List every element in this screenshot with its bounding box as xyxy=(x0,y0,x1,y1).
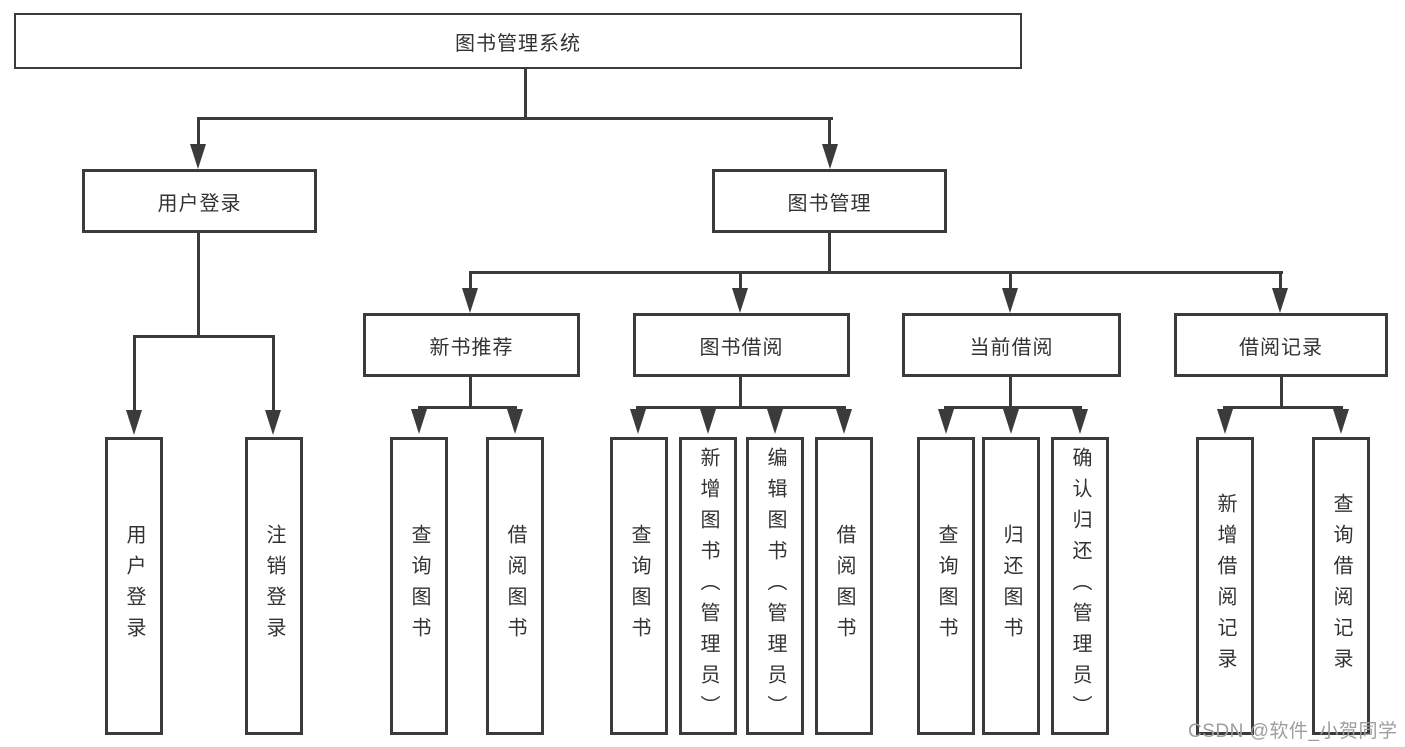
node-label: 借阅图书 xyxy=(504,524,526,648)
arrow-down-icon xyxy=(1333,409,1349,434)
node-label: 查询借阅记录 xyxy=(1330,493,1352,679)
node-label: 用户登录 xyxy=(157,192,242,215)
leaf-user-login: 用户登录 xyxy=(105,437,163,735)
arrow-down-icon xyxy=(1003,409,1019,434)
arrow-down-icon xyxy=(462,288,478,313)
arrow-down-icon xyxy=(630,409,646,434)
node-current-borrow: 当前借阅 xyxy=(902,313,1121,377)
arrow-down-icon xyxy=(767,409,783,434)
leaf-query-books-borrow: 查询图书 xyxy=(610,437,668,735)
node-label: 当前借阅 xyxy=(969,336,1054,359)
csdn-watermark: CSDN @软件_小贺同学 xyxy=(1188,721,1398,742)
leaf-borrow-books: 借阅图书 xyxy=(815,437,873,735)
node-label: 确认归还（管理员） xyxy=(1069,446,1091,726)
arrow-down-icon xyxy=(507,409,523,434)
node-label: 查询图书 xyxy=(628,524,650,648)
node-label: 新增图书（管理员） xyxy=(697,446,719,726)
arrow-down-icon xyxy=(1272,288,1288,313)
node-new-book-recommend: 新书推荐 xyxy=(363,313,580,377)
node-label: 图书借阅 xyxy=(699,336,784,359)
node-label: 新增借阅记录 xyxy=(1214,493,1236,679)
leaf-logout: 注销登录 xyxy=(245,437,303,735)
node-label: 查询图书 xyxy=(408,524,430,648)
node-label: 借阅图书 xyxy=(833,524,855,648)
node-label: 注销登录 xyxy=(263,524,285,648)
arrow-down-icon xyxy=(836,409,852,434)
arrow-down-icon xyxy=(700,409,716,434)
leaf-confirm-return-admin: 确认归还（管理员） xyxy=(1051,437,1109,735)
node-label: 图书管理 xyxy=(787,192,872,215)
arrow-down-icon xyxy=(265,410,281,435)
arrow-down-icon xyxy=(126,410,142,435)
arrow-down-icon xyxy=(1072,409,1088,434)
node-label: 编辑图书（管理员） xyxy=(764,446,786,726)
leaf-return-books: 归还图书 xyxy=(982,437,1040,735)
node-label: 图书管理系统 xyxy=(455,32,581,55)
node-label: 用户登录 xyxy=(123,524,145,648)
node-label: 借阅记录 xyxy=(1239,336,1323,359)
leaf-query-borrow-record: 查询借阅记录 xyxy=(1312,437,1370,735)
node-book-borrow: 图书借阅 xyxy=(633,313,850,377)
arrow-down-icon xyxy=(1002,288,1018,313)
arrow-down-icon xyxy=(732,288,748,313)
arrow-down-icon xyxy=(1217,409,1233,434)
node-label: 查询图书 xyxy=(935,524,957,648)
node-library-management-system: 图书管理系统 xyxy=(14,13,1022,69)
arrow-down-icon xyxy=(938,409,954,434)
leaf-add-books-admin: 新增图书（管理员） xyxy=(679,437,737,735)
leaf-add-borrow-record: 新增借阅记录 xyxy=(1196,437,1254,735)
arrow-down-icon xyxy=(190,144,206,169)
arrow-down-icon xyxy=(411,409,427,434)
leaf-query-books-current: 查询图书 xyxy=(917,437,975,735)
node-borrow-records: 借阅记录 xyxy=(1174,313,1388,377)
leaf-edit-books-admin: 编辑图书（管理员） xyxy=(746,437,804,735)
leaf-borrow-books-recommend: 借阅图书 xyxy=(486,437,544,735)
node-user-login: 用户登录 xyxy=(82,169,317,233)
arrow-down-icon xyxy=(822,144,838,169)
node-label: 新书推荐 xyxy=(429,336,514,359)
node-book-management: 图书管理 xyxy=(712,169,947,233)
node-label: 归还图书 xyxy=(1000,524,1022,648)
leaf-query-books-recommend: 查询图书 xyxy=(390,437,448,735)
